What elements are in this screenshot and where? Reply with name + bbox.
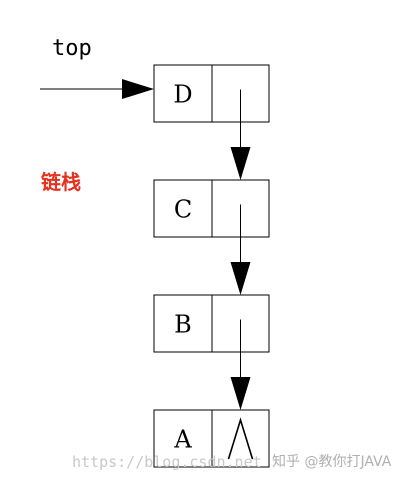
next-pointer-arrow (230, 89, 251, 180)
node-label: C (174, 196, 192, 224)
list-node: D (153, 64, 270, 180)
list-node: A (153, 409, 270, 468)
list-node: C (153, 179, 270, 295)
node-label: B (174, 311, 192, 339)
nodes-layer: D C B A (153, 64, 270, 468)
watermark-author: 知乎 @教你打JAVA (272, 453, 392, 470)
top-pointer-arrow (40, 79, 154, 99)
node-label: A (173, 426, 192, 454)
next-pointer-arrow (230, 319, 251, 410)
watermark-url: https://blog.csdn.net (72, 453, 262, 471)
list-node: B (153, 294, 270, 410)
next-pointer-arrow (230, 204, 251, 295)
diagram-title: 链栈 (41, 170, 81, 194)
node-next-cell (211, 409, 270, 468)
node-label: D (173, 81, 192, 109)
null-pointer-symbol (227, 417, 254, 460)
node-data-cell (153, 179, 213, 238)
node-data-cell (153, 294, 213, 353)
top-pointer-label: top (52, 36, 92, 61)
